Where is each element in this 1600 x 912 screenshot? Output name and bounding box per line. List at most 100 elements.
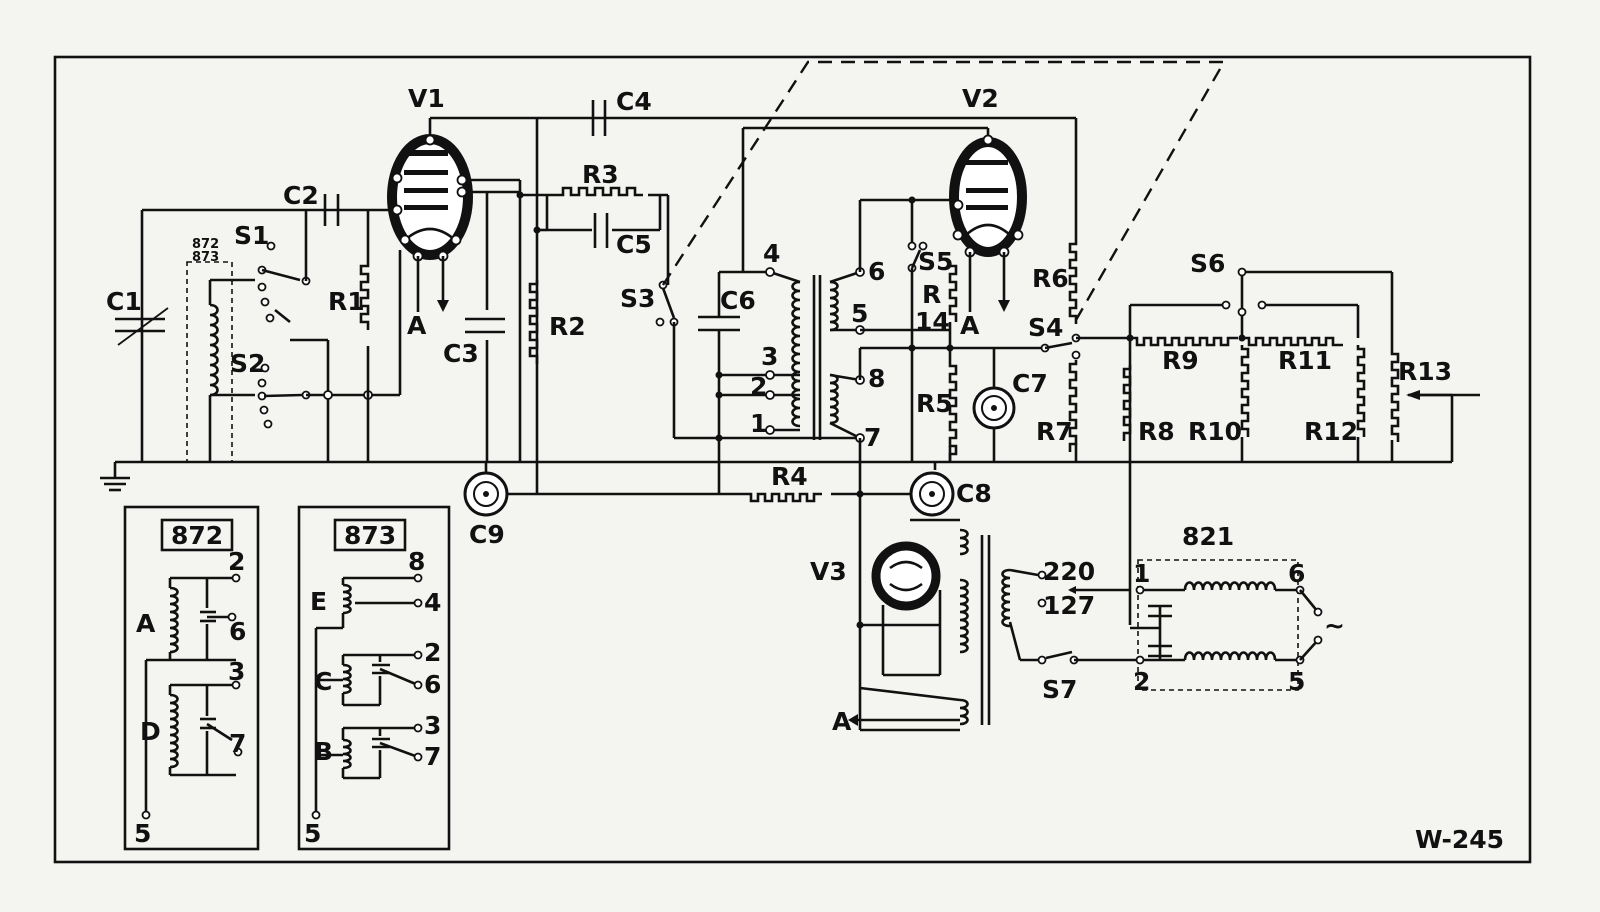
- coil-872-label-a: A: [136, 609, 156, 638]
- label-r6: R6: [1032, 264, 1069, 293]
- resistor-r13: R13: [1390, 350, 1452, 442]
- top-wiring: [140, 116, 1078, 462]
- label-c5: C5: [616, 230, 652, 259]
- label-s3: S3: [620, 284, 655, 313]
- coil-873-label-e: E: [310, 587, 327, 616]
- label-c1: C1: [106, 287, 142, 316]
- coil-872-title: 872: [171, 521, 223, 550]
- label-s5: S5: [918, 247, 953, 276]
- coil-873-pin-8: 8: [408, 547, 425, 576]
- pin-1: 1: [750, 409, 767, 438]
- gang-dashed-line: [661, 60, 1227, 321]
- label-coil-873: 873: [192, 250, 219, 265]
- pin-3: 3: [761, 342, 778, 371]
- junction-dots: [516, 191, 1246, 629]
- label-v2: V2: [962, 84, 999, 113]
- label-c9: C9: [469, 520, 505, 549]
- ht-rail: [508, 462, 1132, 625]
- switch-s1: [257, 210, 311, 324]
- pin-2: 2: [750, 372, 767, 401]
- filter-pin-2: 2: [1133, 667, 1150, 696]
- switch-s4: S4: [1028, 313, 1130, 360]
- filter-pin-6: 6: [1288, 559, 1305, 588]
- label-r2: R2: [549, 312, 586, 341]
- switch-s3: S3: [620, 280, 860, 440]
- coil-873-label-c: C: [314, 667, 332, 696]
- resistor-r10: R10: [1188, 345, 1250, 462]
- capacitor-c4: C4: [591, 87, 652, 136]
- label-v1-anode: A: [407, 311, 427, 340]
- power-transformer: 220 127 A: [832, 528, 1130, 736]
- label-c8: C8: [956, 479, 992, 508]
- resistor-r12: R12: [1304, 345, 1366, 462]
- tube-v3: V3: [810, 518, 960, 677]
- switch-s6: S6: [1190, 249, 1267, 317]
- coil-873-pin-3: 3: [424, 711, 441, 740]
- label-c4: C4: [616, 87, 652, 116]
- v2-wiring: [858, 198, 1045, 730]
- filter-pin-5: 5: [1288, 667, 1305, 696]
- coil-873-pin-6: 6: [424, 670, 441, 699]
- resistor-r8: R8: [1122, 365, 1175, 446]
- label-coil-872: 872: [192, 237, 219, 252]
- resistor-r3: R3: [555, 160, 643, 197]
- capacitor-c8: C8: [909, 471, 992, 517]
- label-s2: S2: [230, 349, 265, 378]
- label-r12: R12: [1304, 417, 1358, 446]
- label-r11: R11: [1278, 346, 1332, 375]
- capacitor-c9: C9: [463, 462, 509, 549]
- coil-873-title: 873: [344, 521, 396, 550]
- label-c7: C7: [1012, 369, 1048, 398]
- switch-s7: S7: [1037, 650, 1140, 704]
- coil-872-pin-7: 7: [229, 729, 246, 758]
- switch-s2: [257, 250, 402, 462]
- resistor-r9: R9: [1130, 336, 1238, 375]
- label-v2-anode: A: [960, 311, 980, 340]
- label-r10: R10: [1188, 417, 1242, 446]
- label-v3-anode: A: [832, 707, 852, 736]
- coil-detail-872: 872 2 6 3 7 5 A D: [123, 505, 260, 851]
- coil-872-pin-3: 3: [228, 657, 245, 686]
- capacitor-c7: C7: [972, 348, 1048, 462]
- label-r3: R3: [582, 160, 619, 189]
- label-r4: R4: [771, 462, 808, 491]
- pin-4: 4: [763, 239, 780, 268]
- capacitor-c2: C2: [283, 181, 340, 226]
- tube-v2: V2 A: [949, 84, 1027, 340]
- coil-872-pin-5: 5: [134, 819, 151, 848]
- resistor-r14: R 14: [915, 262, 958, 348]
- label-r1: R1: [328, 287, 365, 316]
- input-coil-assembly: 872 873 S1 S2: [186, 221, 269, 463]
- resistor-r7: R7: [1036, 360, 1078, 462]
- resistor-r6: R6: [1032, 240, 1078, 324]
- label-filter-821: 821: [1182, 522, 1234, 551]
- resistor-r11: R11: [1242, 336, 1343, 375]
- coil-872-pin-6: 6: [229, 617, 246, 646]
- capacitor-c5: C5: [593, 213, 652, 259]
- coil-873-label-b: B: [314, 737, 333, 766]
- label-v1: V1: [408, 84, 445, 113]
- pin-6: 6: [868, 257, 885, 286]
- tap-220: 220: [1043, 557, 1095, 586]
- coil-873-pin-2: 2: [424, 638, 441, 667]
- label-s7: S7: [1042, 675, 1077, 704]
- filter-pin-1: 1: [1133, 559, 1150, 588]
- diagram-frame: [53, 55, 1532, 864]
- resistor-r5: R5: [916, 348, 958, 462]
- capacitor-c3: C3: [443, 317, 505, 368]
- resistor-r4: R4: [743, 462, 822, 503]
- ac-symbol: ~: [1324, 611, 1345, 640]
- label-c6: C6: [720, 286, 756, 315]
- label-c2: C2: [283, 181, 319, 210]
- coil-873-pin-7: 7: [424, 742, 441, 771]
- resistor-r1: R1: [328, 210, 370, 462]
- coil-detail-873: 873 8 4: [297, 505, 451, 851]
- coil-873-pin-4: 4: [424, 588, 441, 617]
- filter-821: 821 ~ 1 2 6 5: [1130, 522, 1345, 696]
- label-s6: S6: [1190, 249, 1225, 278]
- resistor-r2: R2: [528, 280, 586, 364]
- label-s1: S1: [234, 221, 269, 250]
- label-r8: R8: [1138, 417, 1175, 446]
- coil-873-pin-5: 5: [304, 819, 321, 848]
